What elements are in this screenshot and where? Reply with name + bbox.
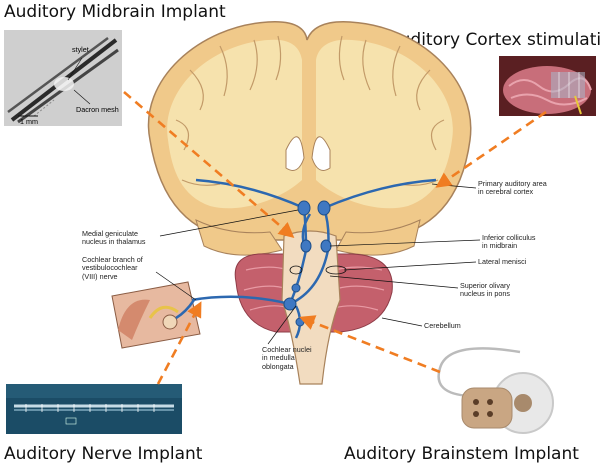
ear-cutaway [111, 281, 201, 349]
title-brainstem-implant: Auditory Brainstem Implant [344, 444, 579, 464]
label-cochlear-branch: Cochlear branch of vestibulocochlear (VI… [82, 255, 143, 281]
label-medial-geniculate: Medial geniculate nucleus in thalamus [82, 229, 146, 247]
arrow-brainstem [299, 315, 441, 374]
arrow-nerve [156, 301, 202, 385]
label-superior-olivary: Superior olivary nucleus in pons [460, 281, 510, 299]
midbrain-implant-drawing [4, 30, 122, 126]
brainstem-shape [281, 230, 341, 385]
arrow-cortex [435, 110, 547, 188]
dacron-mesh-label: Dacron mesh [76, 105, 119, 114]
scale-bar-label: 1 mm [20, 117, 38, 126]
title-cortex-stimulation: Auditory Cortex stimulation [388, 30, 600, 50]
title-midbrain-implant: Auditory Midbrain Implant [4, 2, 226, 22]
label-primary-auditory-area: Primary auditory area in cerebral cortex [478, 179, 547, 197]
stylet-label: stylet [72, 45, 89, 54]
label-lateral-menisci: Lateral menisci [478, 257, 527, 266]
nerve-implant-photo [6, 384, 182, 434]
midbrain-implant-photo: stylet Dacron mesh 1 mm [4, 30, 122, 126]
implant-arrows [123, 91, 547, 385]
cortex-stimulation-photo [499, 56, 596, 116]
nerve-implant-drawing [6, 384, 182, 434]
label-cochlear-nuclei: Cochlear nuclei in medulla oblongata [262, 345, 312, 371]
label-cerebellum: Cerebellum [424, 321, 461, 330]
arrow-midbrain [123, 91, 295, 239]
title-nerve-implant: Auditory Nerve Implant [4, 444, 203, 464]
cerebral-hemispheres [147, 21, 472, 256]
cortex-photo-drawing [499, 56, 596, 116]
label-inferior-colliculus: Inferior colliculus in midbrain [482, 233, 536, 251]
